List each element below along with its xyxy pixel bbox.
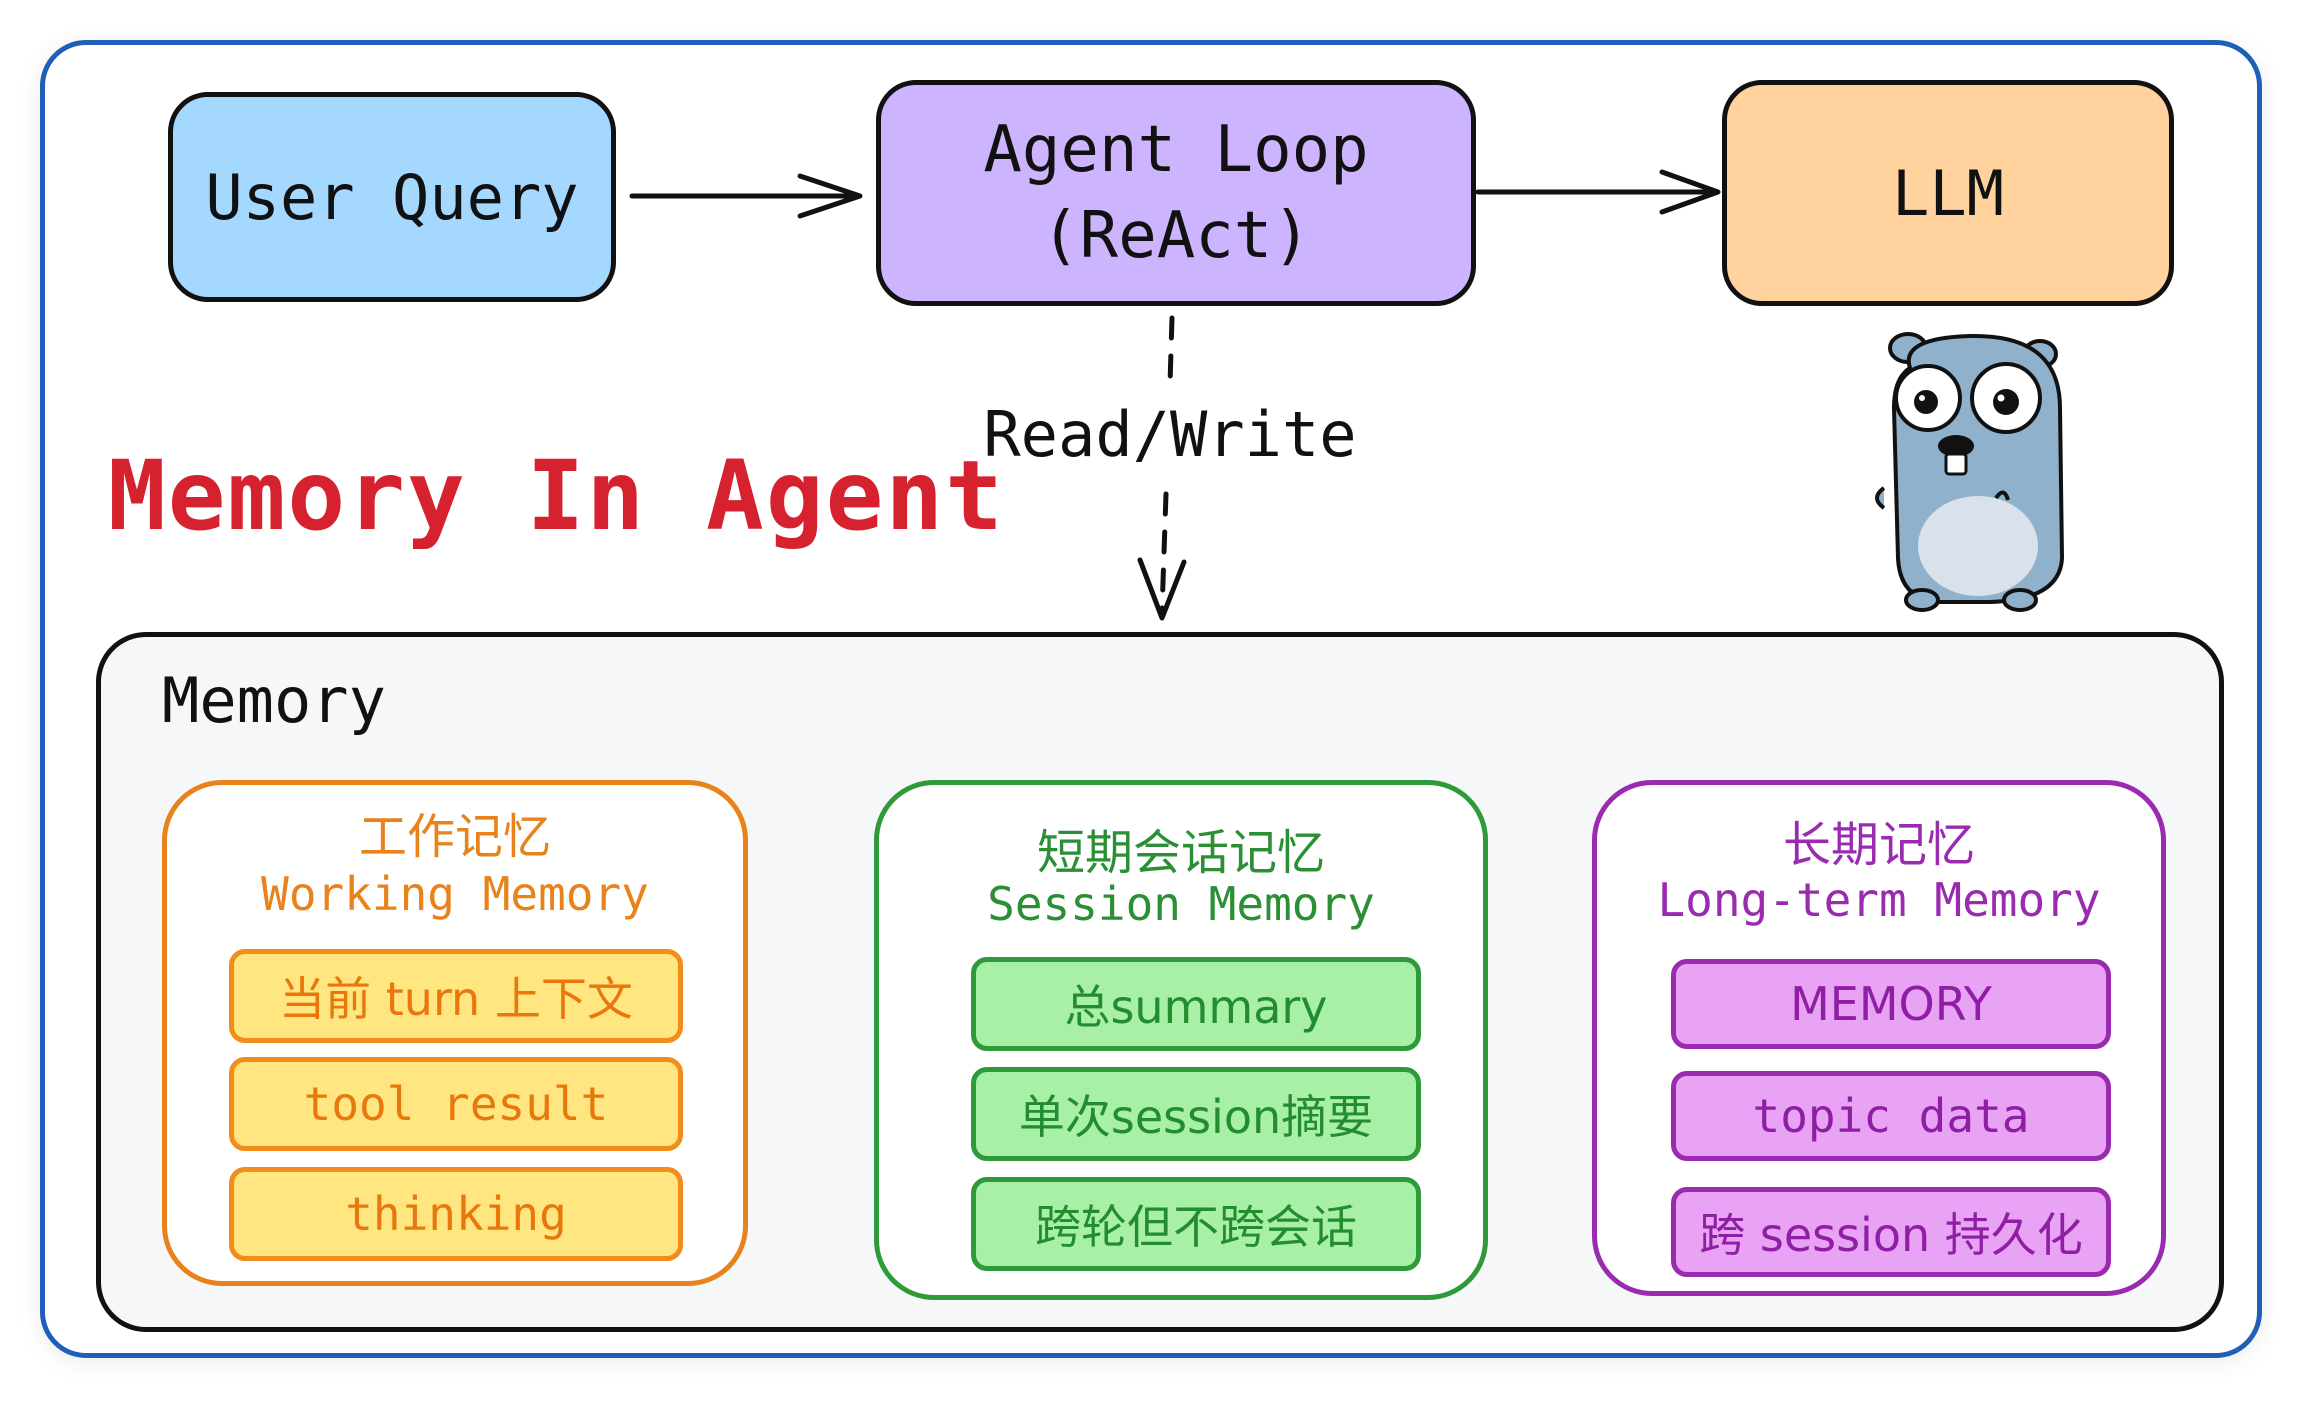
session-memory-item: 跨轮但不跨会话 [971,1177,1421,1271]
read-write-label: Read/Write [983,398,1357,471]
user-query-label: User Query [205,160,579,234]
llm-box: LLM [1722,80,2174,306]
diagram-title: Memory In Agent [108,440,1005,552]
working-memory-group: 工作记忆 Working Memory 当前 turn 上下文 tool res… [162,780,748,1286]
working-memory-item: tool result [229,1057,683,1151]
agent-loop-sublabel: (ReAct) [1041,199,1311,273]
user-query-box: User Query [168,92,616,302]
gopher-icon [1875,332,2065,612]
session-memory-title-en: Session Memory [987,877,1375,931]
working-memory-item: 当前 turn 上下文 [229,949,683,1043]
working-memory-title-cn: 工作记忆 [358,809,551,865]
session-memory-item: 总summary [971,957,1421,1051]
long-term-memory-title-cn: 长期记忆 [1782,817,1975,873]
long-term-memory-group: 长期记忆 Long-term Memory MEMORY topic data … [1592,780,2166,1296]
long-term-memory-item: MEMORY [1671,959,2111,1049]
session-memory-title-cn: 短期会话记忆 [1036,825,1325,881]
llm-label: LLM [1892,156,2004,230]
memory-panel-label: Memory [162,664,386,737]
long-term-memory-item: topic data [1671,1071,2111,1161]
agent-loop-label: Agent Loop [983,112,1369,187]
long-term-memory-title-en: Long-term Memory [1657,873,2101,927]
session-memory-item: 单次session摘要 [971,1067,1421,1161]
working-memory-title-en: Working Memory [261,867,649,921]
long-term-memory-item: 跨 session 持久化 [1671,1187,2111,1277]
session-memory-group: 短期会话记忆 Session Memory 总summary 单次session… [874,780,1488,1300]
working-memory-item: thinking [229,1167,683,1261]
agent-loop-box: Agent Loop (ReAct) [876,80,1476,306]
